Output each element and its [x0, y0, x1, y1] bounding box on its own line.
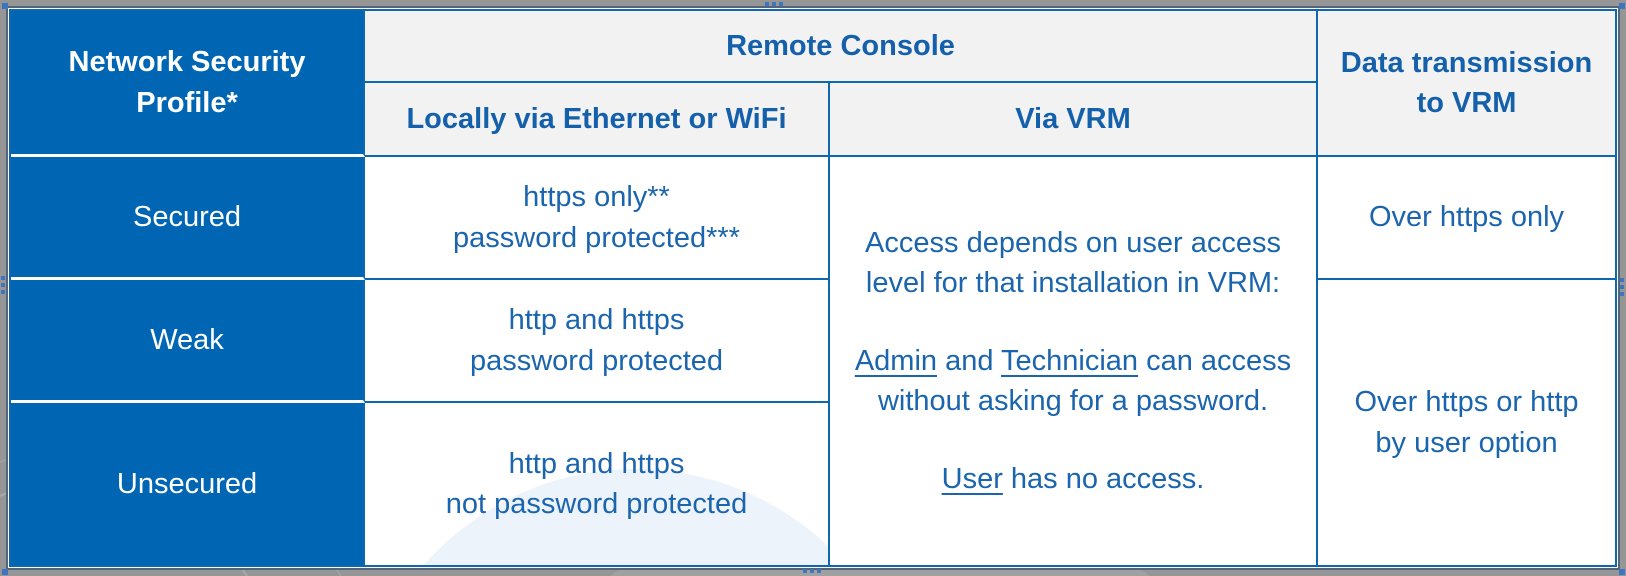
access-paragraph-3: User has no access. [942, 459, 1205, 499]
row-label: Weak [150, 323, 224, 356]
selection-handle-bottom-left[interactable] [2, 569, 8, 575]
selection-handle-top-right[interactable] [1619, 3, 1625, 9]
selected-object-frame: Network Security Profile* Remote Console… [6, 6, 1620, 570]
technician-underlined-text: Technician [1001, 344, 1139, 377]
cell-unsecured-local-access: http and https not password protected [365, 403, 830, 565]
subheader-cell-locally-via-ethernet-or-wifi: Locally via Ethernet or WiFi [365, 83, 830, 157]
cell-text: http and https not password protected [445, 447, 748, 520]
access-paragraph-1: Access depends on user access level for … [865, 226, 1281, 299]
subheader-cell-via-vrm: Via VRM [830, 83, 1318, 157]
user-underlined-text: User [941, 463, 1003, 496]
cell-secured-data-transmission: Over https only [1318, 157, 1615, 280]
row-label-unsecured: Unsecured [11, 403, 365, 565]
selection-handle-top-left[interactable] [2, 3, 8, 9]
row-label-secured: Secured [11, 157, 365, 280]
network-security-table: Network Security Profile* Remote Console… [9, 9, 1617, 567]
header-label: Data transmission to VRM [1340, 46, 1593, 119]
cell-weak-unsecured-data-transmission: Over https or http by user option [1318, 280, 1615, 565]
admin-underlined-text: Admin [854, 344, 938, 377]
row-label-weak: Weak [11, 280, 365, 403]
header-cell-data-transmission-to-vrm: Data transmission to VRM [1318, 11, 1615, 157]
cell-text: Over https or http by user option [1354, 386, 1579, 459]
cell-weak-local-access: http and https password protected [365, 280, 830, 403]
selection-handle-right-middle[interactable] [1620, 278, 1624, 296]
row-label: Unsecured [116, 467, 258, 500]
access-paragraph-3-text: has no access. [1002, 463, 1205, 496]
access-paragraph-2: Admin and Technician can access without … [837, 341, 1309, 421]
access-paragraph-2-text: can access without asking for a password… [877, 344, 1292, 417]
subheader-label: Via VRM [1015, 102, 1131, 135]
header-label: Remote Console [726, 29, 955, 62]
cell-via-vrm-access-rules: Access depends on user access level for … [830, 157, 1318, 565]
selection-handle-left-middle[interactable] [1, 276, 5, 294]
selection-handle-bottom-right[interactable] [1619, 569, 1625, 575]
cell-text: http and https password protected [469, 304, 724, 377]
selection-handle-top-middle[interactable] [765, 2, 783, 6]
header-cell-remote-console: Remote Console [365, 11, 1318, 83]
cell-text: Over https only [1368, 201, 1565, 234]
header-label: Network Security Profile* [68, 46, 306, 119]
subheader-label: Locally via Ethernet or WiFi [406, 102, 787, 135]
cell-secured-local-access: https only** password protected*** [365, 157, 830, 280]
selection-handle-bottom-middle[interactable] [803, 569, 821, 573]
cell-text: https only** password protected*** [453, 181, 740, 254]
header-cell-network-security-profile: Network Security Profile* [11, 11, 365, 157]
row-label: Secured [132, 200, 241, 233]
access-paragraph-2-text: and [937, 344, 1001, 377]
